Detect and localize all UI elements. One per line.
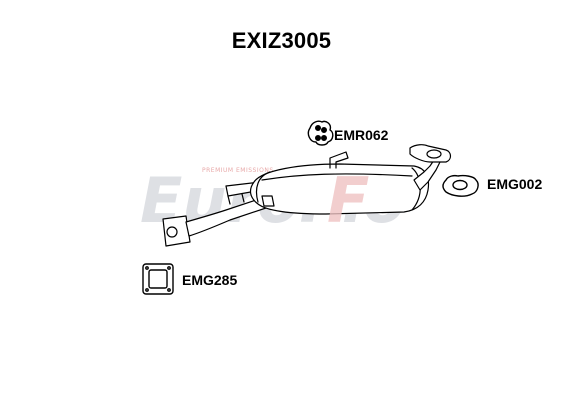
silencer-box [249,163,430,215]
outlet-flange [409,144,452,163]
hanger-rod [329,151,349,169]
oval-gasket-icon [442,174,479,197]
watermark-tagline: PREMIUM EMISSIONS [202,167,274,174]
brand-watermark-accent: F [327,164,369,237]
inlet-flange [162,215,191,247]
watermark-accent-letter: F [327,164,369,237]
part-number-title: EXIZ3005 [231,28,332,53]
part-label-emr062: EMR062 [334,127,389,143]
square-gasket-icon [142,263,174,295]
part-label-emg285: EMG285 [182,272,238,288]
part-label-emg002: EMG002 [487,176,543,192]
rear-silencer-assembly [162,144,452,247]
rubber-hanger-icon [307,120,334,146]
